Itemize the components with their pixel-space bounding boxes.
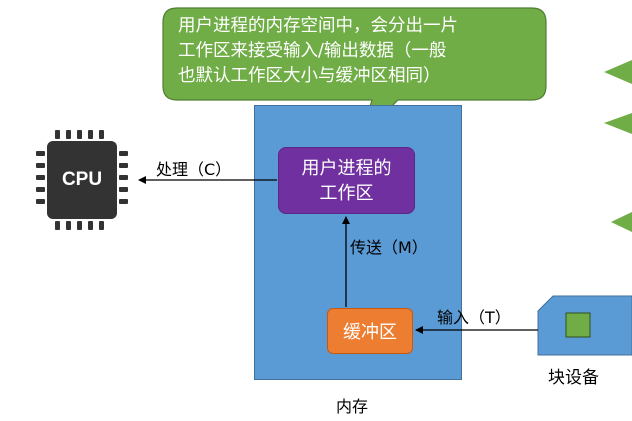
cpu-chip-icon [36, 130, 128, 230]
callout-text: 用户进程的内存空间中，会分出一片 工作区来接受输入/输出数据（一般 也默认工作区… [178, 14, 538, 89]
buffer-label: 缓冲区 [343, 322, 397, 343]
transfer-edge-label: 传送（M） [350, 238, 428, 257]
work-area-line-2: 工作区 [319, 182, 374, 204]
work-area-box: 用户进程的 工作区 [278, 147, 415, 214]
work-area-line-1: 用户进程的 [301, 157, 392, 179]
block-device-icon [537, 295, 632, 356]
process-edge-label: 处理（C） [156, 160, 232, 179]
callout-tail-right-3 [611, 212, 632, 232]
cpu-label: CPU [61, 169, 103, 190]
memory-label: 内存 [336, 397, 369, 416]
callout-line-2: 工作区来接受输入/输出数据（一般 [178, 41, 447, 61]
callout-line-1: 用户进程的内存空间中，会分出一片 [178, 16, 458, 36]
callout-line-3: 也默认工作区大小与缓冲区相同） [178, 66, 441, 86]
callout-tail-right-2 [604, 113, 632, 134]
callout-tail-right-1 [604, 60, 632, 84]
device-label: 块设备 [548, 368, 599, 388]
input-edge-label: 输入（T） [437, 308, 511, 327]
buffer-box: 缓冲区 [327, 308, 413, 354]
